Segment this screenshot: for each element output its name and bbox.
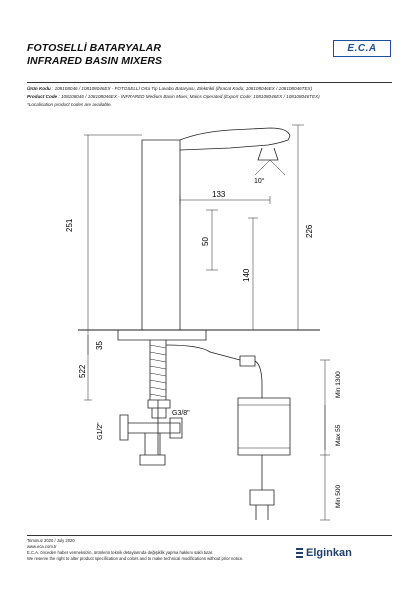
threaded-shank — [149, 340, 167, 400]
footer-rule — [27, 535, 392, 536]
mixer-spout — [179, 127, 291, 151]
thread-hatching — [149, 344, 167, 398]
cable-connector — [239, 355, 256, 367]
product-code-tr-text: : 108108046 / 108108046EX - FOTOSELLİ Or… — [52, 86, 313, 91]
cable-to-box — [254, 360, 263, 398]
valve-outlet — [139, 433, 166, 466]
dim-251: 251 — [65, 218, 74, 232]
dim-50: 50 — [201, 237, 210, 246]
footer-date: Temmuz 2020 / July 2020 — [27, 538, 75, 543]
dim-max-55: Max 55 — [335, 424, 342, 446]
footer-web: www.eca.com.tr — [27, 544, 57, 549]
footer-note-tr: E.C.A. önceden haber vermeksizin, ürünle… — [27, 550, 214, 555]
sensor-outlet — [257, 147, 279, 161]
dim-g38: G3/8" — [172, 410, 190, 417]
eca-logo: E.C.A — [333, 40, 391, 57]
angle-valve — [119, 414, 183, 441]
localisation-note: *Localisation product codes are availabl… — [27, 102, 112, 107]
elginkan-brand: Elginkan — [306, 547, 352, 559]
logo-text: E.C.A — [347, 43, 377, 54]
dim-min-1300: Min 1300 — [335, 371, 342, 398]
hose-nut — [147, 399, 171, 419]
dim-140: 140 — [242, 268, 251, 282]
product-code-tr-label: Ürün Kodu — [27, 86, 51, 91]
elginkan-mark-icon — [296, 548, 303, 558]
dim-522: 522 — [78, 364, 87, 378]
power-box — [237, 397, 291, 456]
product-code-en: Product Code : 108108046 / 108108046EX -… — [27, 94, 320, 99]
dim-min-500: Min 500 — [335, 484, 342, 508]
header-rule — [27, 82, 392, 83]
dimension-lines — [84, 124, 330, 521]
product-code-en-text: : 108108046 / 108108046EX - INFRARED Med… — [58, 94, 320, 99]
title-en: INFRARED BASIN MIXERS — [27, 55, 163, 67]
dim-35: 35 — [95, 341, 104, 350]
product-code-en-label: Product Code — [27, 94, 58, 99]
footer-note-en: We reserve the right to alter product sp… — [27, 556, 244, 561]
base-plate — [117, 330, 207, 341]
power-box-lines — [238, 404, 290, 449]
dim-226: 226 — [305, 224, 314, 238]
dim-10deg: 10° — [254, 177, 265, 185]
product-code-tr: Ürün Kodu : 108108046 / 108108046EX - FO… — [27, 86, 312, 91]
dim-g12: G1/2" — [97, 422, 104, 440]
sensor-cable — [165, 344, 241, 361]
mixer-body — [141, 139, 181, 331]
dim-133: 133 — [212, 190, 226, 199]
power-plug — [249, 489, 275, 520]
title-tr: FOTOSELLİ BATARYALAR — [27, 42, 162, 54]
